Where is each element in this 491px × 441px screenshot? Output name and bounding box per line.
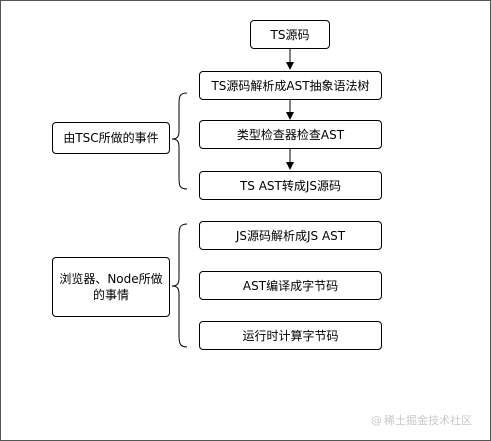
brace-tsc-group	[171, 92, 188, 190]
tsc-group-label: 由TSC所做的事件	[52, 122, 170, 154]
step-js-parse: JS源码解析成JS AST	[199, 221, 382, 250]
step-run-bytecode: 运行时计算字节码	[199, 321, 382, 350]
brace-runtime-group	[171, 223, 188, 348]
source-box: TS源码	[250, 20, 330, 49]
runtime-group-label-line2: 的事情	[92, 288, 129, 302]
watermark: @ 稀土掘金技术社区	[371, 412, 472, 428]
step-parse-ast: TS源码解析成AST抽象语法树	[199, 71, 382, 100]
step-compile-bytecode: AST编译成字节码	[199, 271, 382, 300]
at-icon: @	[371, 413, 382, 427]
watermark-text: 稀土掘金技术社区	[384, 414, 472, 427]
step-type-check: 类型检查器检查AST	[199, 120, 382, 149]
runtime-group-label-line1: 浏览器、Node所做	[59, 272, 163, 286]
runtime-group-label: 浏览器、Node所做 的事情	[52, 257, 170, 317]
step-convert-js: TS AST转成JS源码	[199, 171, 382, 200]
